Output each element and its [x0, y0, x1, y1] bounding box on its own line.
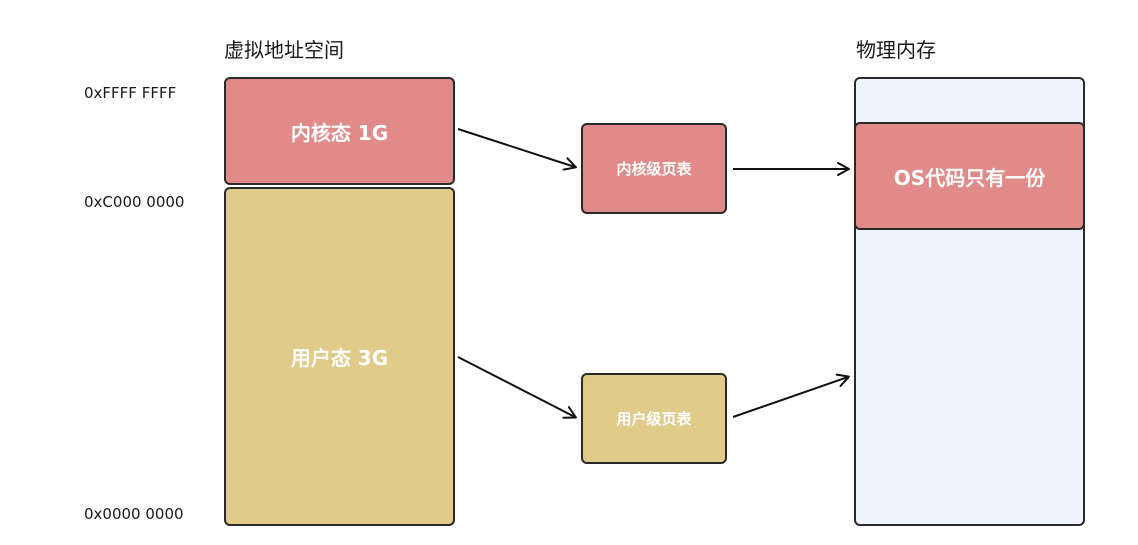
kernel-space-label: 内核态 1G — [290, 120, 389, 145]
physical-memory-title: 物理内存 — [856, 38, 936, 62]
address-middle-label: 0xC000 0000 — [84, 193, 185, 211]
arrow-user-table-to-memory — [732, 373, 850, 418]
user-page-table: 用户级页表 — [581, 373, 727, 464]
arrow-user-to-page-table — [457, 356, 577, 419]
kernel-space-block: 内核态 1G — [224, 77, 455, 185]
user-page-table-label: 用户级页表 — [616, 410, 692, 428]
user-space-block: 用户态 3G — [224, 187, 455, 526]
address-top-label: 0xFFFF FFFF — [84, 84, 177, 102]
address-bottom-label: 0x0000 0000 — [84, 505, 184, 523]
kernel-page-table-label: 内核级页表 — [616, 160, 692, 178]
os-code-label: OS代码只有一份 — [893, 165, 1046, 190]
os-code-block: OS代码只有一份 — [854, 122, 1085, 230]
virtual-space-title: 虚拟地址空间 — [224, 38, 344, 62]
arrow-kernel-to-page-table — [457, 128, 577, 171]
user-space-label: 用户态 3G — [290, 346, 389, 370]
kernel-page-table: 内核级页表 — [581, 123, 727, 214]
